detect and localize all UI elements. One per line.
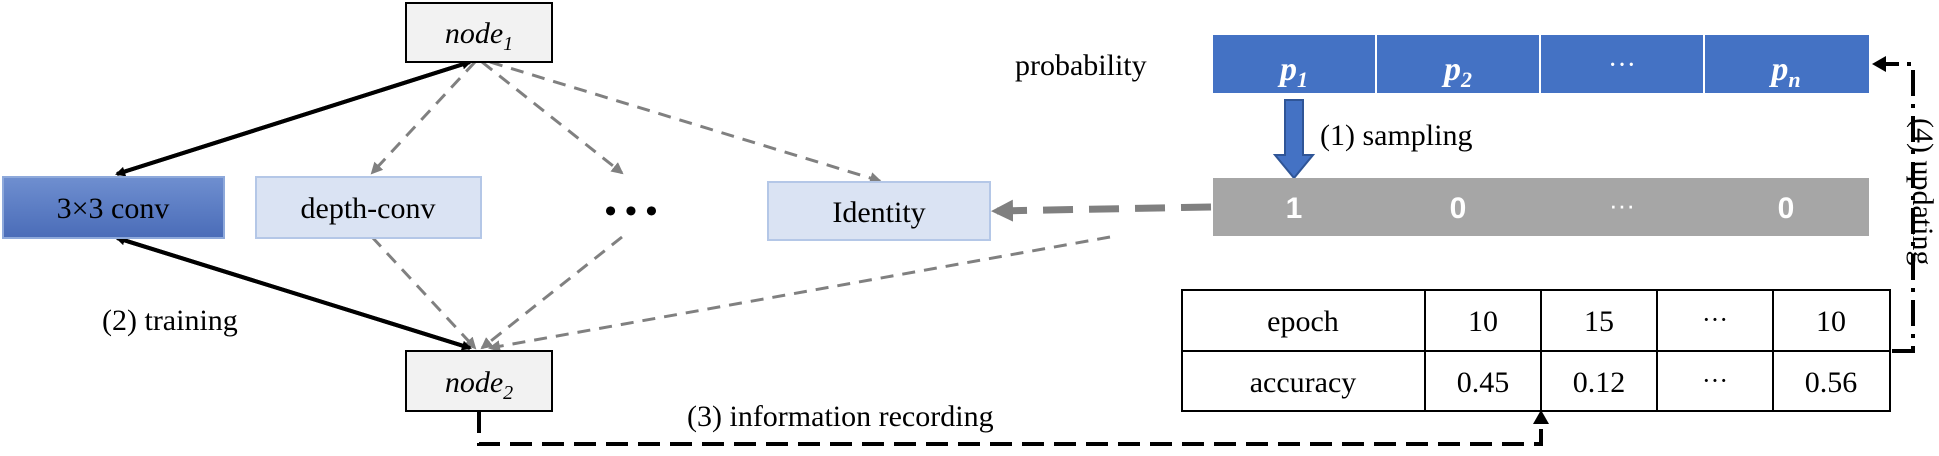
svg-text:depth-conv: depth-conv <box>301 192 436 225</box>
mask-cell-2: 0 <box>1450 192 1467 225</box>
prob-cell-4: pn <box>1768 51 1800 92</box>
probability-bar: p1 p2 ··· pn <box>1213 35 1869 93</box>
table-cell: ··· <box>1702 305 1728 334</box>
table-cell: ··· <box>1702 366 1728 395</box>
table-cell: 10 <box>1816 305 1846 338</box>
table-cell: 0.56 <box>1805 366 1858 399</box>
edge-ellipsis-node2 <box>480 235 623 350</box>
table-cell: 0.12 <box>1573 366 1626 399</box>
prob-cell-2: p2 <box>1441 51 1472 92</box>
mask-cell-3: ··· <box>1609 190 1635 220</box>
record-table: epoch 10 15 ··· 10 accuracy 0.45 0.12 ··… <box>1181 289 1891 412</box>
label-recording: (3) information recording <box>687 400 994 433</box>
table-row-label: accuracy <box>1250 366 1357 399</box>
table-cell: 0.45 <box>1457 366 1510 399</box>
mask-cell-4: 0 <box>1778 192 1795 225</box>
node-1: node1 <box>405 2 553 63</box>
edge-conv-node1 <box>116 59 472 176</box>
prob-cell-3: ··· <box>1608 50 1636 81</box>
label-training: (2) training <box>102 304 238 337</box>
svg-text:node2: node2 <box>445 366 513 404</box>
svg-text:3×3 conv: 3×3 conv <box>57 192 170 225</box>
sampling-arrow <box>1272 99 1316 180</box>
label-probability: probability <box>1015 49 1147 82</box>
op-ellipsis: • • • <box>605 193 658 230</box>
edge-updating <box>1882 62 1915 353</box>
prob-cell-1: p1 <box>1277 51 1308 92</box>
updating-arrowhead <box>1872 56 1886 72</box>
edge-identity-node2 <box>488 235 1111 353</box>
label-updating: (4) updating <box>1906 118 1939 265</box>
edge-node1-identity <box>489 60 882 184</box>
mask-bar: 1 0 ··· 0 <box>1213 178 1869 236</box>
edge-depthconv-node2 <box>370 235 477 350</box>
edge-node1-ellipsis <box>481 60 624 175</box>
edge-recording <box>477 411 1543 446</box>
edge-node1-depthconv <box>370 60 477 175</box>
table-row-label: epoch <box>1267 305 1339 338</box>
edge-mask-identity <box>991 199 1212 222</box>
node-2: node2 <box>405 350 553 412</box>
op-depthconv-box: depth-conv <box>255 176 482 239</box>
op-conv-box: 3×3 conv <box>2 176 225 239</box>
edge-conv-node2 <box>116 236 472 351</box>
mask-cell-1: 1 <box>1286 192 1303 225</box>
op-identity-box: Identity <box>767 181 991 241</box>
table-cell: 10 <box>1468 305 1498 338</box>
svg-text:node1: node1 <box>445 17 513 55</box>
svg-text:Identity: Identity <box>832 196 925 229</box>
recording-arrowhead <box>1533 410 1549 424</box>
table-cell: 15 <box>1584 305 1614 338</box>
label-sampling: (1) sampling <box>1320 119 1472 152</box>
